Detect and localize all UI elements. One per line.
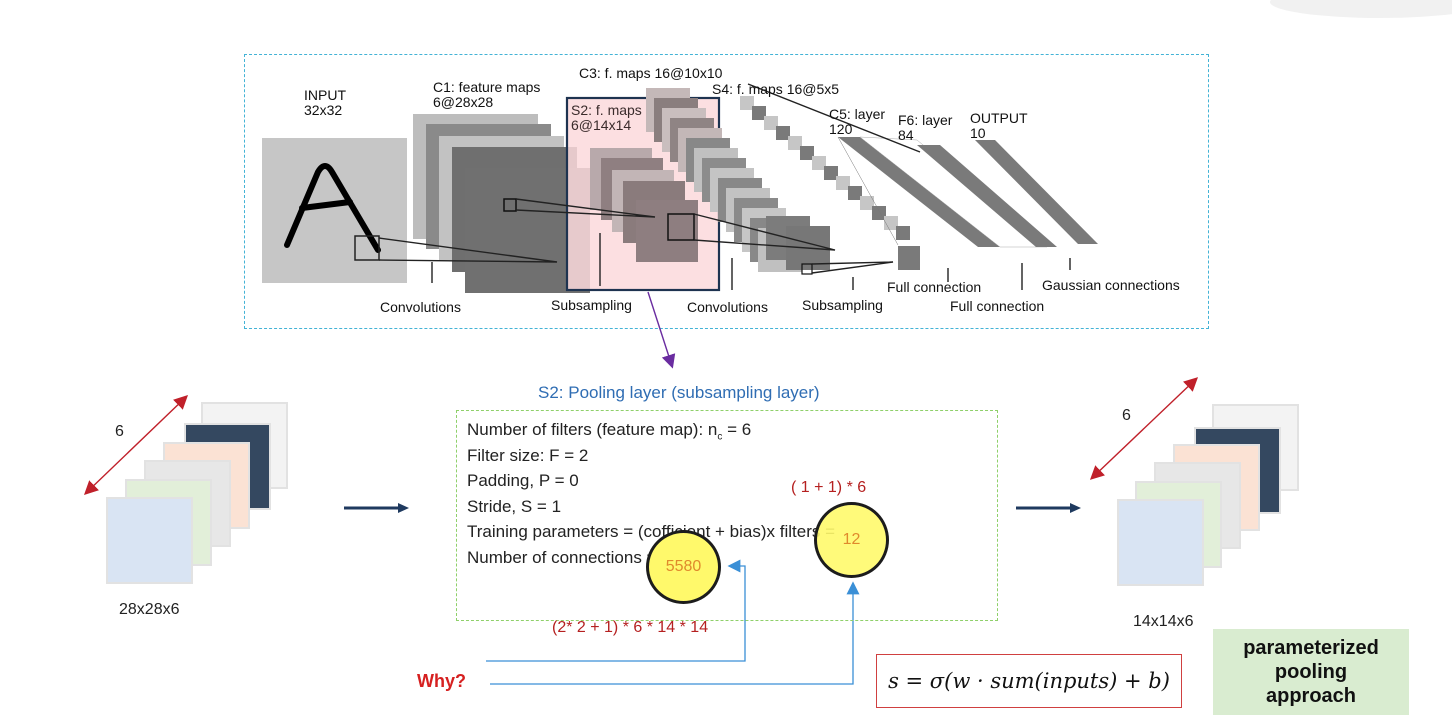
training-calc: ( 1 + 1) * 6 xyxy=(791,479,867,496)
corner-shadow xyxy=(1270,0,1452,18)
connections-value-circle: 5580 xyxy=(646,530,721,604)
prop-stride: Stride, S = 1 xyxy=(467,497,562,516)
pooling-formula: s = σ(w · sum(inputs) + b) xyxy=(876,654,1182,708)
prop-training-params: Training parameters = (cofficient + bias… xyxy=(467,522,836,541)
parameterized-pooling-approach: parameterized pooling approach xyxy=(1213,629,1409,715)
fully-connected-layers xyxy=(837,136,1098,248)
why-connectors xyxy=(486,559,860,685)
op-subsampling-2: Subsampling xyxy=(802,297,883,313)
op-convolutions-1: Convolutions xyxy=(380,299,461,315)
c3-feature-maps xyxy=(646,88,830,272)
prop-num-connections: Number of connections = xyxy=(467,548,657,567)
training-value-circle: 12 xyxy=(814,502,889,578)
prop-num-filters: Number of filters (feature map): nc = 6 xyxy=(467,420,752,443)
right-feature-stack xyxy=(1089,377,1299,586)
right-stack-depth: 6 xyxy=(1122,407,1131,424)
op-full-connection-1: Full connection xyxy=(887,279,982,295)
op-subsampling-1: Subsampling xyxy=(551,297,632,313)
s2-pointer-arrow xyxy=(647,291,676,369)
input-image xyxy=(262,138,407,283)
op-convolutions-2: Convolutions xyxy=(687,299,768,315)
c1-feature-maps xyxy=(413,114,590,293)
pooling-layer-title: S2: Pooling layer (subsampling layer) xyxy=(538,383,820,402)
op-full-connection-2: Full connection xyxy=(950,298,1045,314)
c3-label: C3: f. maps 16@10x10 xyxy=(579,65,723,81)
why-label: Why? xyxy=(417,671,466,691)
s4-feature-maps xyxy=(740,96,920,275)
left-stack-depth: 6 xyxy=(115,423,124,440)
op-gaussian-connections: Gaussian connections xyxy=(1042,277,1180,293)
left-feature-stack xyxy=(83,395,288,584)
training-value: 12 xyxy=(842,531,861,548)
formula-text: s = σ(w · sum(inputs) + b) xyxy=(888,669,1170,693)
left-stack-size: 28x28x6 xyxy=(119,601,180,618)
prop-padding: Padding, P = 0 xyxy=(467,471,579,490)
connections-value: 5580 xyxy=(665,558,702,575)
s4-label: S4: f. maps 16@5x5 xyxy=(712,81,840,97)
pooling-properties-box xyxy=(456,410,998,621)
prop-filter-size: Filter size: F = 2 xyxy=(467,446,589,465)
flow-arrows xyxy=(344,503,1081,513)
connection-lines xyxy=(378,83,1071,290)
connections-calc: (2* 2 + 1) * 6 * 14 * 14 xyxy=(552,619,709,636)
lenet-architecture-frame xyxy=(244,54,1209,329)
right-stack-size: 14x14x6 xyxy=(1133,613,1194,630)
